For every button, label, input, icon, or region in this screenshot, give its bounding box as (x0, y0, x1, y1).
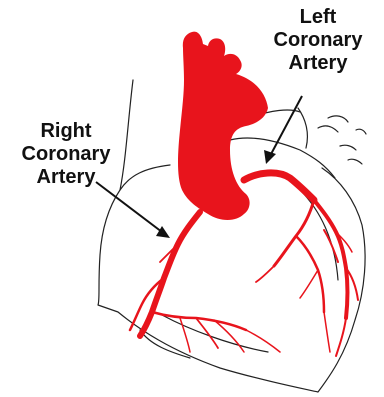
left-label-line-2: Coronary (262, 29, 374, 52)
right-label-line-2: Coronary (10, 143, 122, 166)
aorta (178, 32, 268, 220)
left-label-line-3: Artery (262, 52, 374, 75)
left-coronary-artery-label: Left Coronary Artery (262, 6, 374, 75)
right-label-line-1: Right (10, 120, 122, 143)
right-coronary-artery-label: Right Coronary Artery (10, 120, 122, 189)
right-coronary-arrow (96, 182, 170, 238)
left-coronary-arrow (264, 96, 302, 164)
left-label-line-1: Left (262, 6, 374, 29)
left-coronary-artery (244, 173, 358, 356)
pulmonary-vessels (318, 116, 366, 164)
right-label-line-3: Artery (10, 166, 122, 189)
